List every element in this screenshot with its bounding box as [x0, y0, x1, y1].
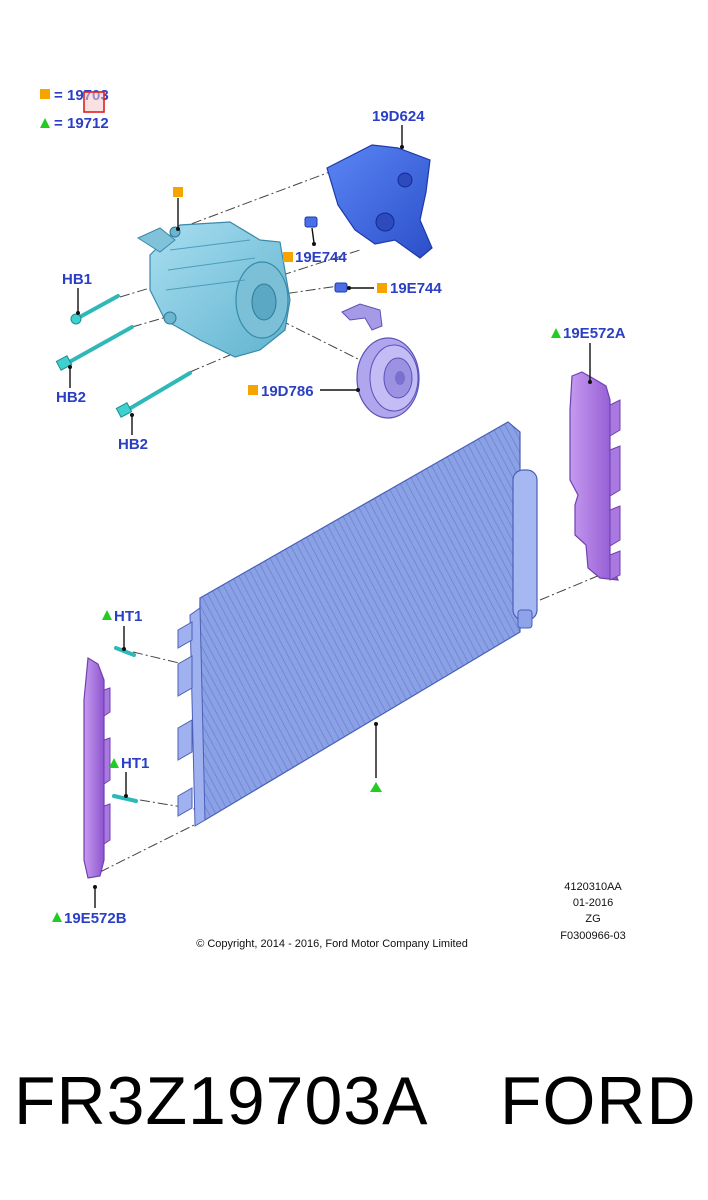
fastener-ht1-lower [112, 794, 138, 803]
brand-name: FORD [500, 1063, 697, 1139]
bolt-hb1-callout[interactable]: HB1 [62, 271, 92, 288]
pressure-sensor-upper [304, 216, 318, 228]
ht1-lower-callout[interactable]: HT1 [121, 755, 149, 772]
compressor-marker-square [173, 187, 183, 197]
ht1-lower-marker-triangle [109, 758, 119, 768]
fastener-ht1-upper [114, 646, 136, 657]
legend-triangle-marker [40, 118, 50, 128]
copyright-notice: © Copyright, 2014 - 2016, Ford Motor Com… [196, 938, 468, 950]
meta-line-1: 4120310AA [564, 881, 622, 893]
ht1-upper-marker-triangle [102, 610, 112, 620]
legend-equals-1: = [54, 87, 63, 104]
sensor-lower-callout[interactable]: 19E744 [390, 280, 442, 297]
part-number: FR3Z19703A [14, 1063, 429, 1139]
seal-right-callout[interactable]: 19E572A [563, 325, 626, 342]
illustration-meta: 4120310AA 01-2016 ZG F0300966-03 [560, 881, 625, 942]
highlight-box [83, 91, 105, 113]
meta-line-4: F0300966-03 [560, 930, 625, 942]
mounting-bracket [326, 144, 433, 259]
pressure-sensor-lower [334, 282, 348, 293]
legend-code-19712[interactable]: 19712 [67, 115, 109, 132]
meta-line-2: 01-2016 [573, 897, 613, 909]
condenser-marker-triangle [370, 782, 382, 792]
meta-line-3: ZG [585, 913, 600, 925]
bolt-hb1 [70, 294, 120, 325]
legend-equals-2: = [54, 115, 63, 132]
legend: = 19703 = 19712 [40, 87, 109, 132]
bolt-hb2-upper [55, 325, 134, 371]
sensor-upper-callout[interactable]: 19E744 [295, 249, 347, 266]
sensor-upper-leader [311, 227, 315, 244]
sensor-lower-marker-square [377, 283, 387, 293]
bolt-hb2-lower-callout[interactable]: HB2 [118, 436, 148, 453]
bolt-hb2-lower [115, 371, 192, 418]
bolt-hb2-upper-callout[interactable]: HB2 [56, 389, 86, 406]
ht1-upper-callout[interactable]: HT1 [114, 608, 142, 625]
clutch-pulley [356, 337, 420, 419]
exploded-parts-diagram: = 19703 = 19712 19D624 [40, 87, 626, 950]
seal-left-callout[interactable]: 19E572B [64, 910, 127, 927]
condenser [177, 421, 538, 827]
clutch-bracket [341, 303, 383, 331]
seal-right-marker-triangle [551, 328, 561, 338]
compressor-leader-dot [176, 227, 180, 231]
ac-compressor [136, 221, 291, 358]
clutch-marker-square [248, 385, 258, 395]
bracket-callout[interactable]: 19D624 [372, 108, 425, 125]
clutch-callout[interactable]: 19D786 [261, 383, 314, 400]
air-seal-right [569, 371, 621, 581]
seal-left-marker-triangle [52, 912, 62, 922]
legend-square-marker [40, 89, 50, 99]
air-seal-left [83, 656, 111, 879]
sensor-upper-marker-square [283, 252, 293, 262]
